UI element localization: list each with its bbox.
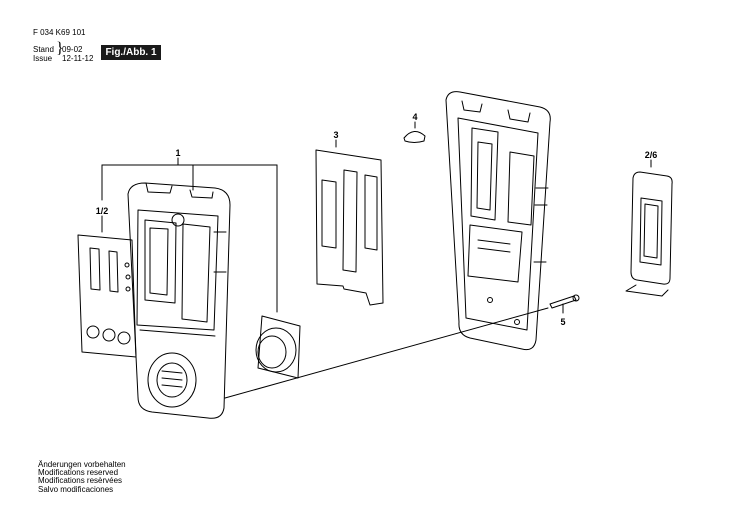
figure-badge: Fig./Abb. 1 — [101, 45, 161, 60]
notice-line-de: Änderungen vorbehalten — [38, 460, 126, 469]
main-housing-part-1 — [127, 182, 231, 419]
cover-plate-part-2-6 — [625, 159, 673, 297]
part-label-1: 1 — [175, 148, 180, 158]
leader-lines-part-1 — [101, 157, 278, 313]
front-panel-part-1-2 — [77, 215, 137, 358]
part-label-1-2: 1/2 — [96, 206, 109, 216]
part-label-2-6: 2/6 — [645, 150, 658, 160]
modifications-notice: Änderungen vorbehalten Modifications res… — [38, 460, 126, 494]
cap-part-4 — [403, 121, 426, 143]
part-label-3: 3 — [333, 130, 338, 140]
stand-date: 09-02 — [62, 45, 83, 54]
assembly-line — [224, 307, 549, 399]
notice-line-en: Modifications reserved — [38, 468, 119, 478]
circuit-board-part-3 — [315, 139, 384, 306]
issue-date: 12-11-12 — [62, 54, 94, 63]
sensor-module-part-1 — [255, 315, 301, 379]
brace-glyph: } — [56, 40, 64, 57]
document-number: F 034 K69 101 — [33, 28, 86, 37]
part-label-4: 4 — [412, 112, 417, 122]
notice-line-es: Salvo modificaciones — [38, 484, 114, 494]
notice-line-fr: Modifications resèrvées — [38, 476, 123, 486]
screw-part-5 — [549, 294, 580, 314]
stand-label: Stand — [33, 45, 54, 54]
rear-housing — [445, 91, 551, 351]
issue-label: Issue — [33, 54, 53, 63]
part-label-5: 5 — [560, 317, 565, 327]
